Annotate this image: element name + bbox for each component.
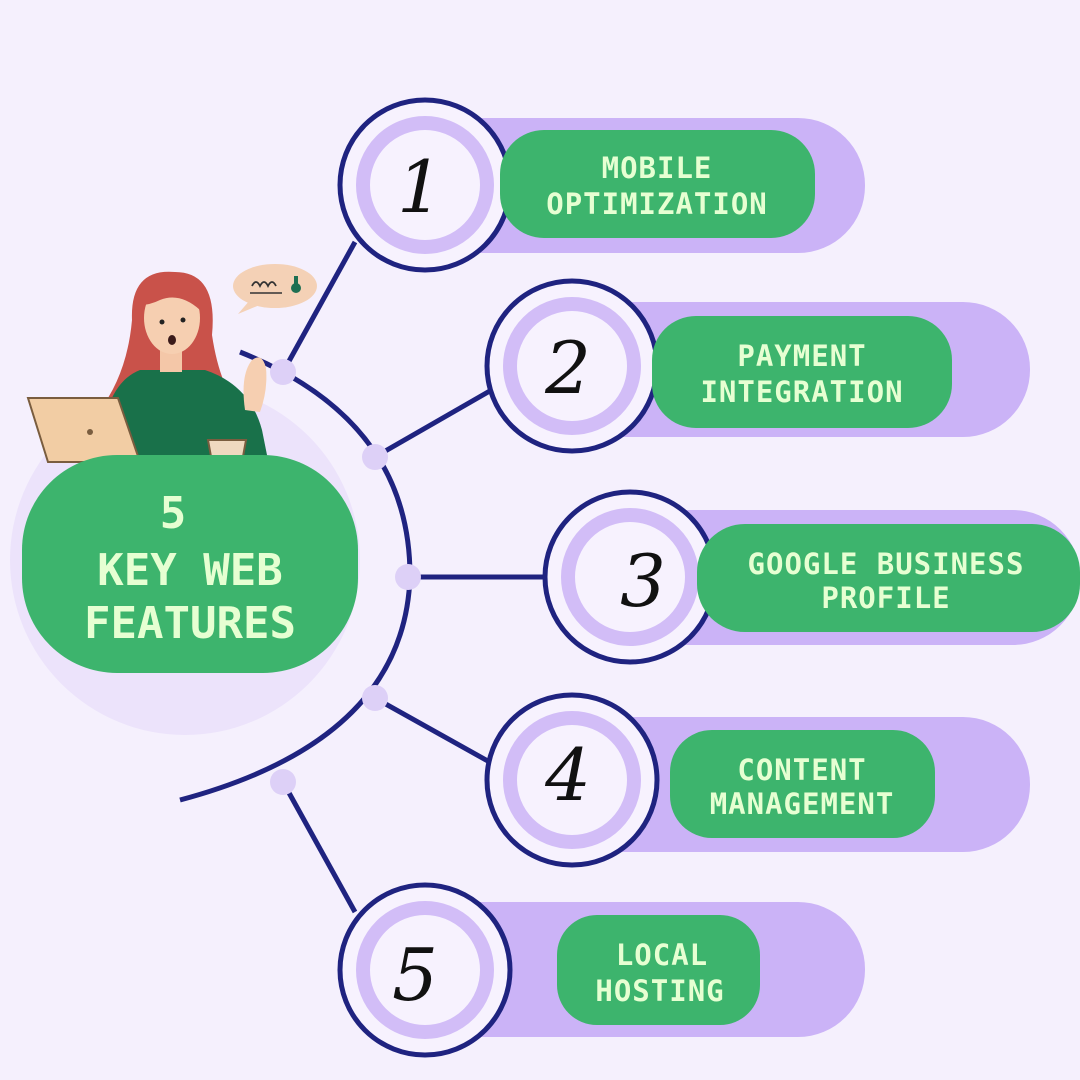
feature-1: 1 MOBILE OPTIMIZATION — [337, 97, 865, 273]
feature-4-inner-circle — [503, 711, 641, 849]
hub-title-line3: FEATURES — [84, 598, 296, 649]
feature-4-pill — [670, 730, 935, 838]
feature-2-number: 2 — [544, 326, 591, 410]
feature-3-inner-circle — [561, 508, 699, 646]
feature-2-inner-circle — [503, 297, 641, 435]
feature-4-label-line1: CONTENT — [737, 753, 866, 787]
feature-3-pill — [697, 524, 1080, 632]
feature-2-label-line2: INTEGRATION — [700, 375, 903, 409]
connector-lines — [280, 240, 545, 914]
feature-3-label-line1: GOOGLE BUSINESS — [748, 547, 1025, 581]
feature-2-label-line1: PAYMENT — [737, 339, 866, 373]
feature-1-pill — [500, 130, 815, 238]
hub: 5 KEY WEB FEATURES — [22, 455, 358, 673]
hub-pill — [22, 455, 358, 673]
hub-title-line2: KEY WEB — [97, 545, 282, 596]
woman-with-laptop-illustration — [26, 271, 268, 463]
feature-5-pill — [557, 915, 760, 1025]
feature-4-number: 4 — [544, 733, 591, 817]
speech-bubble-icon — [233, 264, 317, 314]
feature-2: 2 PAYMENT INTEGRATION — [484, 278, 1030, 454]
hub-title-line1: 5 — [160, 488, 187, 539]
feature-1-label-line1: MOBILE — [602, 151, 713, 185]
feature-3: 3 GOOGLE BUSINESS PROFILE — [542, 489, 1080, 665]
feature-5-label-line2: HOSTING — [595, 974, 724, 1008]
feature-4: 4 CONTENT MANAGEMENT — [484, 692, 1030, 868]
feature-1-inner-circle — [356, 116, 494, 254]
feature-5-number: 5 — [392, 933, 438, 1017]
feature-1-number: 1 — [397, 145, 443, 229]
feature-3-label-line2: PROFILE — [821, 581, 950, 615]
feature-5-label-line1: LOCAL — [616, 938, 708, 972]
feature-5-inner-circle — [356, 901, 494, 1039]
feature-2-pill — [652, 316, 952, 428]
feature-4-label-line2: MANAGEMENT — [710, 787, 895, 821]
junction-dots — [270, 359, 421, 795]
feature-5: 5 LOCAL HOSTING — [337, 882, 865, 1058]
feature-3-number: 3 — [620, 539, 666, 623]
feature-1-label-line2: OPTIMIZATION — [546, 187, 768, 221]
